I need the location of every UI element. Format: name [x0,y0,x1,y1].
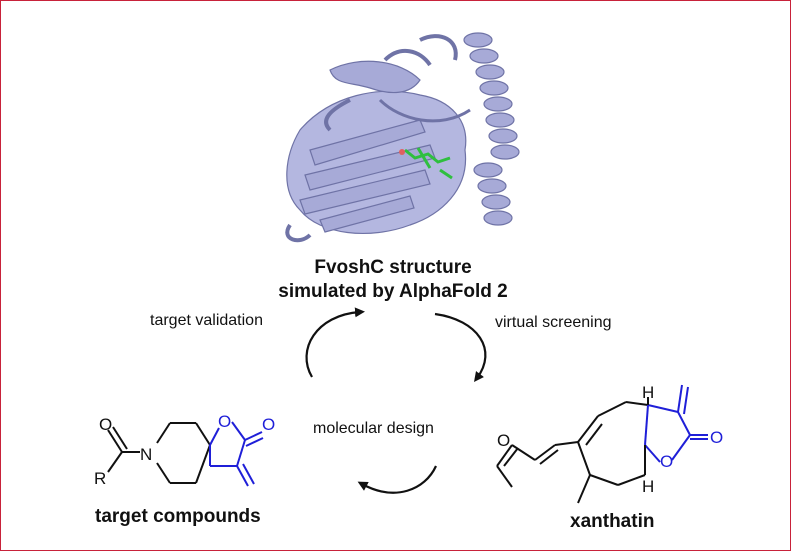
protein-structure-image [285,32,520,243]
title-line-1: FvoshC structure [314,257,472,278]
xanthatin-lactone-highlight [644,384,708,463]
arrow-molecular-design [357,465,437,494]
label-virtual-screening: virtual screening [495,314,612,331]
target-compound-structure [107,422,211,484]
atom-H-top: H [642,383,654,402]
xanthatin-structure [496,401,649,504]
lactone-highlight [209,421,264,487]
atom-O-xanthatin-carbonyl: O [710,428,723,447]
ligand-oxygen [399,149,405,155]
atom-N: N [140,445,152,464]
label-target-validation: target validation [150,312,263,329]
atom-O-lactone: O [262,415,275,434]
arrow-target-validation [305,307,365,378]
helix-bundle [463,32,520,226]
atom-H-bottom: H [642,477,654,496]
title-line-2: simulated by AlphaFold 2 [278,281,508,302]
label-xanthatin: xanthatin [570,511,655,532]
label-target-compounds: target compounds [95,506,261,527]
atom-O-xanthatin-ring: O [660,452,673,471]
atom-O-ketone: O [497,431,510,450]
ligand-sticks [404,147,453,180]
arrow-virtual-screening [434,312,487,383]
xanthatin-stereo-bonds [644,397,649,475]
atom-O-ring: O [218,412,231,431]
atom-O-carbonyl: O [99,415,112,434]
label-molecular-design: molecular design [313,420,434,437]
atom-R: R [94,469,106,488]
